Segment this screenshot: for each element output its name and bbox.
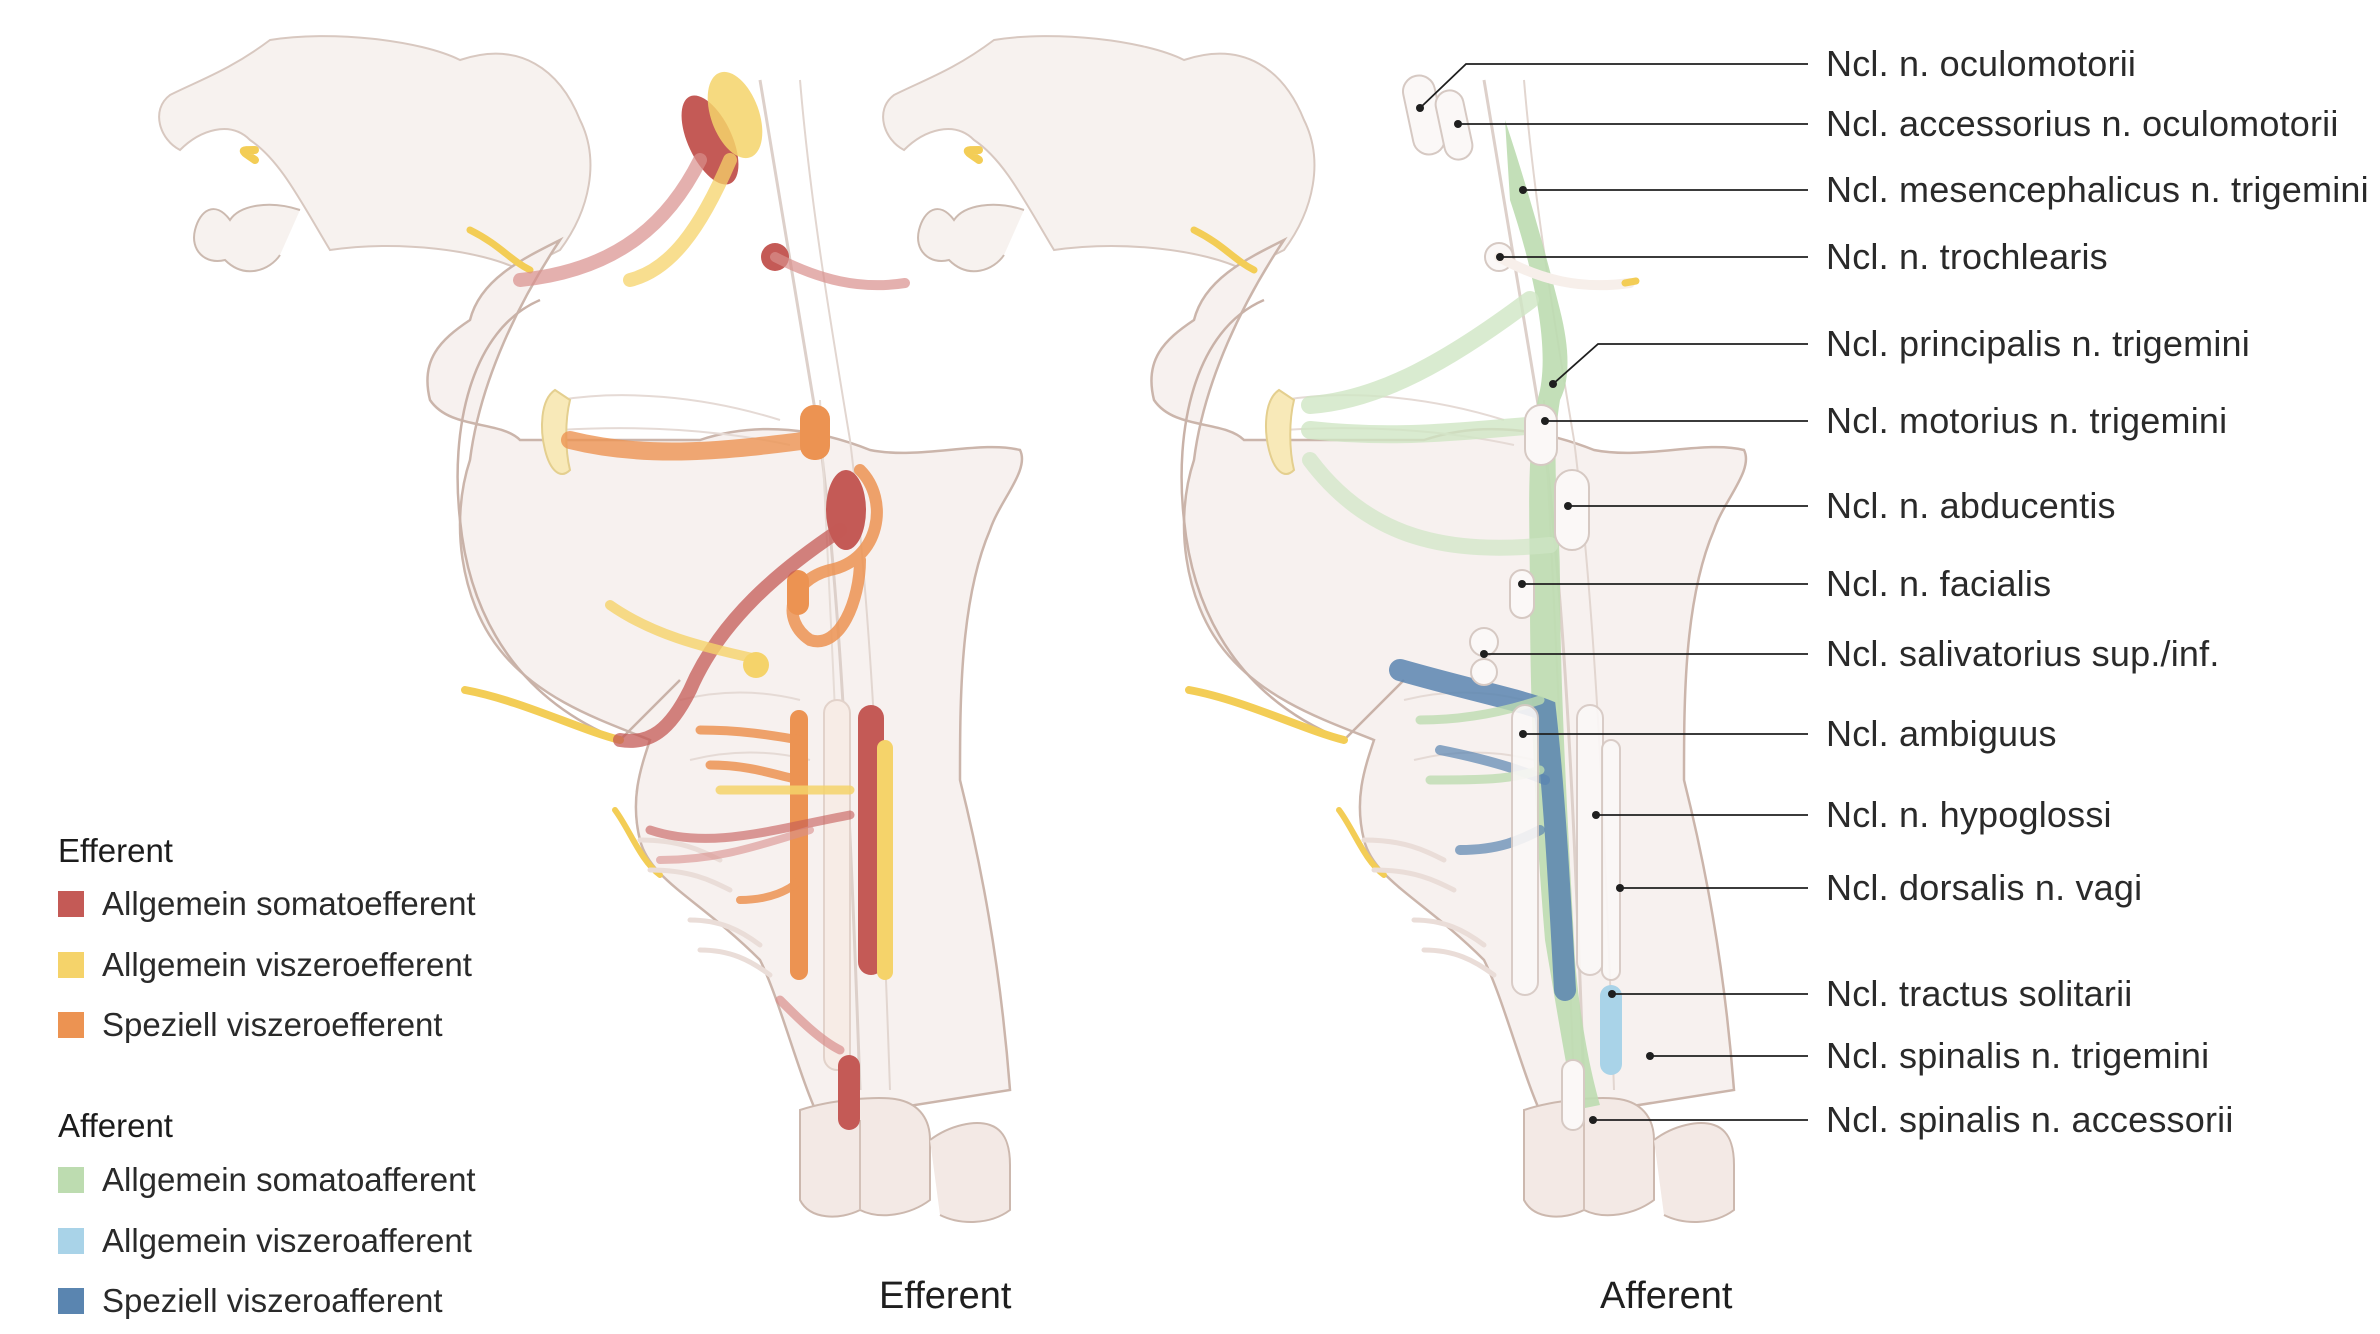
label-leader-lines <box>1419 63 1808 1121</box>
spinal-accessory-nucleus-efferent <box>838 1055 860 1130</box>
legend-swatch <box>58 952 84 978</box>
dorsal-vagal-nucleus-efferent <box>877 740 893 980</box>
legend-item-somatoafferent: Allgemein somatoafferent <box>58 1160 476 1200</box>
hypoglossal-nucleus-outline <box>1576 704 1604 976</box>
label-ambiguus-nucleus: Ncl. ambiguus <box>1826 713 2057 754</box>
label-hypoglossal-nucleus: Ncl. n. hypoglossi <box>1826 794 2112 835</box>
label-trochlear-nucleus: Ncl. n. trochlearis <box>1826 236 2108 277</box>
solitary-tract-general <box>1600 985 1622 1075</box>
legend-swatch <box>58 891 84 917</box>
legend-swatch <box>58 1167 84 1193</box>
legend-label: Allgemein viszeroafferent <box>102 1222 472 1259</box>
legend-swatch <box>58 1012 84 1038</box>
label-accessory-oculomotor-nucleus: Ncl. accessorius n. oculomotorii <box>1826 103 2339 144</box>
afferent-brainstem <box>883 36 1746 1222</box>
legend-label: Speziell viszeroafferent <box>102 1282 443 1319</box>
label-spinal-trigeminal-nucleus: Ncl. spinalis n. trigemini <box>1826 1035 2210 1076</box>
label-principal-trigeminal-nucleus: Ncl. principalis n. trigemini <box>1826 323 2250 364</box>
ambiguus-nucleus-outline <box>1511 704 1539 996</box>
accessory-oculomotor-nucleus-outline <box>1434 89 1474 161</box>
salivatory-nucleus-lower-outline <box>1470 658 1498 686</box>
accessory-oculomotor-nucleus-efferent <box>707 71 763 159</box>
label-spinal-accessory-nucleus: Ncl. spinalis n. accessorii <box>1826 1099 2234 1140</box>
label-facial-nucleus: Ncl. n. facialis <box>1826 563 2052 604</box>
legend-afferent-title: Afferent <box>58 1107 173 1144</box>
dorsal-vagal-nucleus-outline <box>1601 739 1621 981</box>
label-solitary-tract-nucleus: Ncl. tractus solitarii <box>1826 973 2133 1014</box>
label-abducens-nucleus: Ncl. n. abducentis <box>1826 485 2116 526</box>
caption-afferent: Afferent <box>1600 1275 1733 1317</box>
legend-label: Allgemein somatoefferent <box>102 885 476 922</box>
legend-item-special-viszeroafferent: Speziell viszeroafferent <box>58 1281 443 1321</box>
label-motor-trigeminal-nucleus: Ncl. motorius n. trigemini <box>1826 400 2228 441</box>
legend-item-viszeroafferent: Allgemein viszeroafferent <box>58 1221 472 1261</box>
legend-swatch <box>58 1228 84 1254</box>
ambiguus-nucleus-efferent <box>790 710 808 980</box>
legend-efferent-title: Efferent <box>58 832 173 869</box>
caption-efferent: Efferent <box>879 1275 1012 1317</box>
legend-label: Allgemein somatoafferent <box>102 1161 476 1198</box>
spinal-accessory-nucleus-outline <box>1561 1059 1585 1131</box>
label-oculomotor-nucleus: Ncl. n. oculomotorii <box>1826 43 2137 84</box>
efferent-brainstem <box>159 36 1022 1222</box>
trigeminal-sensory-column <box>1505 120 1600 1110</box>
facial-nucleus-outline <box>1509 569 1535 619</box>
label-anchor-dots <box>1416 104 1654 1124</box>
legend-swatch <box>58 1288 84 1314</box>
legend-label: Speziell viszeroefferent <box>102 1006 443 1043</box>
motor-trigeminal-nucleus-outline <box>1524 404 1558 466</box>
label-dorsal-vagal-nucleus: Ncl. dorsalis n. vagi <box>1826 867 2143 908</box>
legend-item-somatoefferent: Allgemein somatoefferent <box>58 884 476 924</box>
legend-item-viszeroefferent: Allgemein viszeroefferent <box>58 945 472 985</box>
legend-label: Allgemein viszeroefferent <box>102 946 472 983</box>
label-salivatory-nucleus: Ncl. salivatorius sup./inf. <box>1826 633 2220 674</box>
legend-item-special-viszeroefferent: Speziell viszeroefferent <box>58 1005 443 1045</box>
label-mesencephalic-trigeminal-nucleus: Ncl. mesencephalicus n. trigemini <box>1826 169 2369 210</box>
solitary-tract-special <box>1389 659 1576 1001</box>
abducens-nucleus-outline <box>1554 469 1590 551</box>
facial-nucleus-efferent <box>787 570 809 615</box>
